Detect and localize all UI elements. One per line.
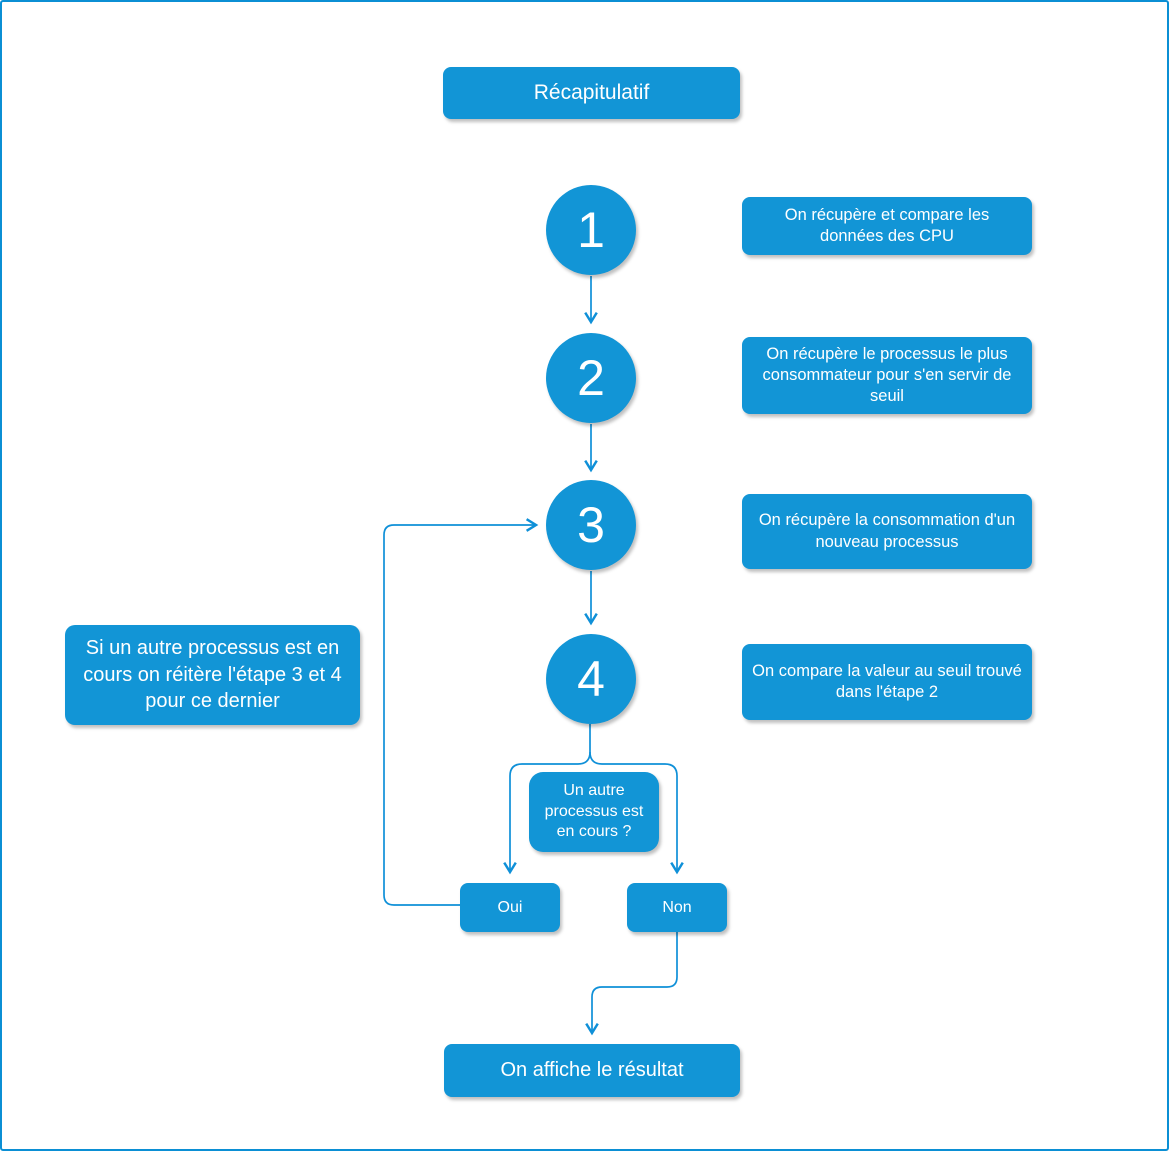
step-number: 4 (577, 651, 605, 707)
step-circle-2: 2 (546, 333, 636, 423)
step-box-3: On récupère la consommation d'un nouveau… (742, 494, 1032, 569)
decision-label: Un autre processus est en cours ? (544, 781, 644, 841)
result-box: On affiche le résultat (444, 1044, 740, 1097)
step-circle-4: 4 (546, 634, 636, 724)
no-box: Non (627, 883, 727, 932)
step-label: On récupère et compare les données des C… (784, 205, 990, 245)
step-box-4: On compare la valeur au seuil trouvé dan… (742, 644, 1032, 720)
title-box: Récapitulatif (443, 67, 740, 119)
step-box-1: On récupère et compare les données des C… (742, 197, 1032, 255)
step-box-2: On récupère le processus le plus consomm… (742, 337, 1032, 414)
step-label: On compare la valeur au seuil trouvé dan… (752, 661, 1022, 701)
step-circle-1: 1 (546, 185, 636, 275)
side-note-box: Si un autre processus est en cours on ré… (65, 625, 360, 725)
step-number: 1 (577, 202, 605, 258)
title-label: Récapitulatif (533, 81, 650, 104)
step-number: 3 (577, 497, 605, 553)
connector-no-result (585, 932, 678, 1036)
yes-box: Oui (460, 883, 560, 932)
yes-label: Oui (497, 898, 523, 916)
decision-box: Un autre processus est en cours ? (529, 772, 659, 852)
side-note-label: Si un autre processus est en cours on ré… (83, 637, 342, 713)
connector-yes-loop-step3 (383, 518, 539, 906)
step-number: 2 (577, 350, 605, 406)
step-label: On récupère la consommation d'un nouveau… (758, 511, 1016, 551)
no-label: Non (662, 898, 692, 916)
result-label: On affiche le résultat (500, 1059, 684, 1081)
step-label: On récupère le processus le plus consomm… (762, 344, 1012, 406)
step-circle-3: 3 (546, 480, 636, 570)
